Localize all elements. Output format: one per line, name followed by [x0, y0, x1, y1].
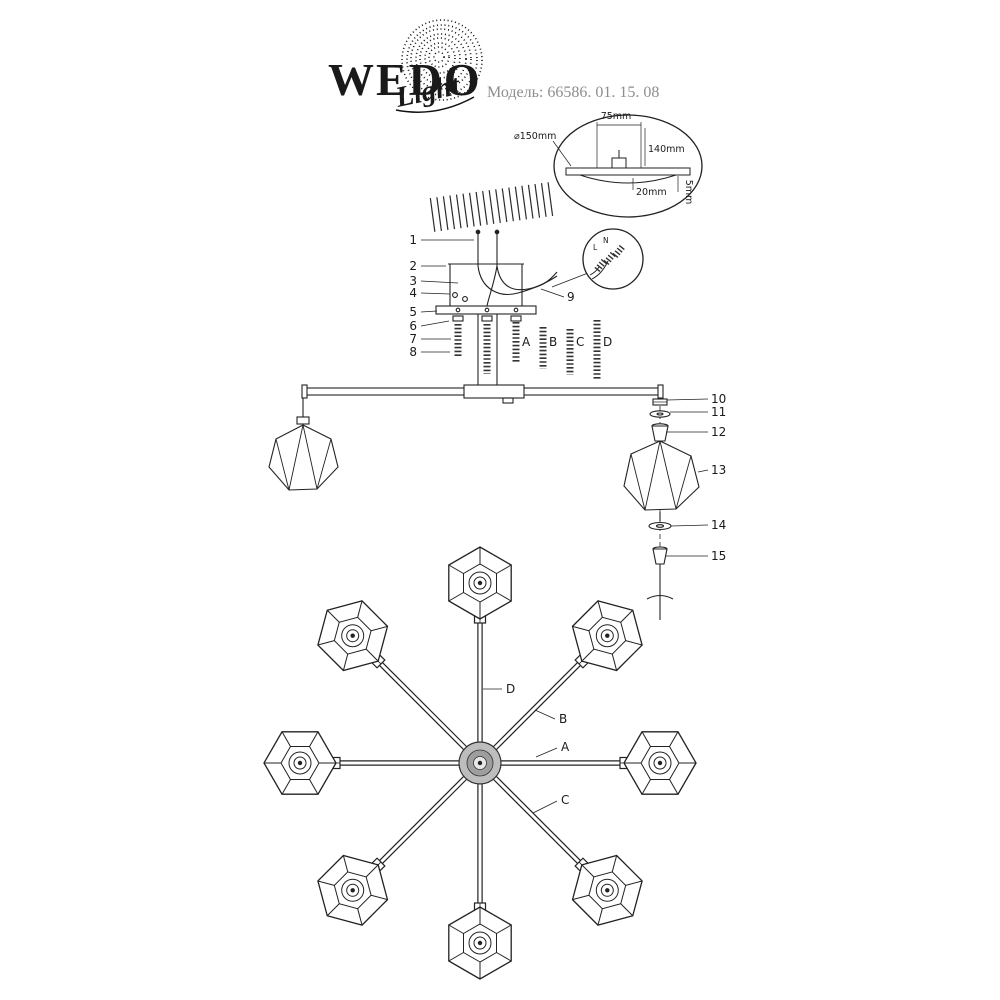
wiring-detail: L N: [551, 228, 644, 290]
threaded-rods: [454, 320, 601, 379]
socket-cup-12: [651, 425, 669, 442]
mount-screws: [452, 292, 468, 302]
nuts: [452, 315, 522, 322]
brand-logo: WEDO Light: [328, 19, 483, 114]
shade-right: [623, 731, 697, 795]
shade-bottom: [448, 906, 512, 980]
right-shade-column: [623, 398, 700, 620]
ceiling-hatch: [429, 182, 554, 232]
rod-label-c: C: [576, 335, 584, 349]
dim-75mm: 75mm: [601, 111, 632, 122]
shade-neck: [296, 416, 310, 425]
bar-center-plate: [463, 384, 525, 399]
arm-label-d: D: [506, 682, 515, 696]
faceted-shade: [268, 424, 339, 491]
exploded-assembly: A B C D: [268, 229, 700, 620]
left-shade-side: [268, 398, 339, 491]
bar-screw: [502, 397, 514, 404]
callout-1: 1: [409, 233, 417, 247]
mount-dimension-detail: 75mm ⌀150mm 140mm 20mm 5mm: [514, 111, 703, 218]
arm-labels: D B A C: [483, 682, 570, 814]
brand-wordmark: WEDO: [328, 54, 482, 105]
faceted-shade-13: [623, 440, 700, 511]
callout-12: 12: [711, 425, 726, 439]
suspension-wires: [475, 229, 558, 307]
arms-inner: [340, 623, 620, 903]
detail-circle: [553, 114, 703, 218]
callout-3: 3: [409, 274, 417, 288]
callout-15: 15: [711, 549, 726, 563]
socket-15: [652, 548, 668, 565]
arm-label-b: B: [559, 712, 567, 726]
shade-left: [263, 731, 337, 795]
callout-13: 13: [711, 463, 726, 477]
swirl-icon: [401, 19, 483, 101]
cross-bar: [301, 384, 664, 404]
rod-label-b: B: [549, 335, 557, 349]
callout-6: 6: [409, 319, 417, 333]
rod-labels: A B C D: [522, 335, 612, 349]
dim-150mm: ⌀150mm: [514, 131, 556, 142]
rod-label-a: A: [522, 335, 531, 349]
dim-20mm: 20mm: [636, 187, 667, 198]
dim-140mm: 140mm: [648, 144, 685, 155]
callout-8: 8: [409, 345, 417, 359]
canopy-curve: [579, 174, 677, 184]
terminal-label-live: L: [593, 243, 598, 252]
script-flourish: [395, 96, 475, 113]
model-label: Модель: 66586. 01. 15. 08: [487, 84, 659, 101]
callout-4: 4: [409, 286, 417, 300]
callout-5: 5: [409, 305, 417, 319]
top-view: D B A C: [263, 546, 697, 980]
callout-11: 11: [711, 405, 726, 419]
callout-14: 14: [711, 518, 726, 532]
terminal-label-neutral: N: [603, 236, 609, 245]
callouts-left: 1 2 3 4 5 6 7 8: [409, 233, 474, 359]
hanging-bracket: [448, 263, 524, 306]
arm-label-c: C: [561, 793, 569, 807]
callouts-right: 10 11 12 13 14 15: [666, 392, 726, 563]
washer-14: [648, 521, 672, 531]
shade-top: [448, 546, 512, 620]
mounting-strip: [435, 305, 537, 315]
mounting-plate: [565, 167, 691, 176]
ring-11: [649, 410, 671, 418]
center-hub: [458, 741, 502, 785]
terminal-blocks: [594, 243, 626, 273]
rod-label-d: D: [603, 335, 612, 349]
callout-7: 7: [409, 332, 417, 346]
dim-5mm: 5mm: [683, 180, 694, 205]
callout-9-group: 9: [540, 288, 575, 304]
arm-label-a: A: [561, 740, 570, 754]
callout-9: 9: [567, 290, 575, 304]
callout-10: 10: [711, 392, 726, 406]
callout-2: 2: [409, 259, 417, 273]
